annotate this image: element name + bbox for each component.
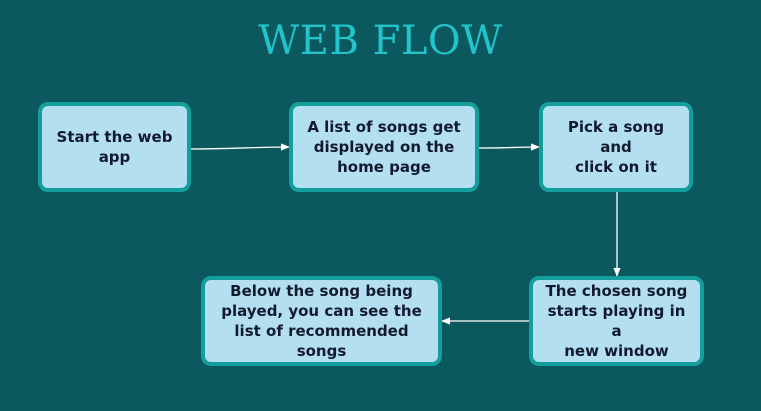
step-pick-song: Pick a song and click on it: [539, 102, 693, 192]
step-song-plays: The chosen song starts playing in a new …: [529, 276, 704, 366]
arrow-step2-to-step3: [478, 143, 540, 151]
step-start-web-app: Start the web app: [38, 102, 191, 192]
arrow-step1-to-step2: [190, 143, 290, 151]
step-songs-list-displayed: A list of songs get displayed on the hom…: [289, 102, 479, 192]
step-recommended-songs: Below the song being played, you can see…: [201, 276, 442, 366]
diagram-title: WEB FLOW: [258, 18, 503, 64]
